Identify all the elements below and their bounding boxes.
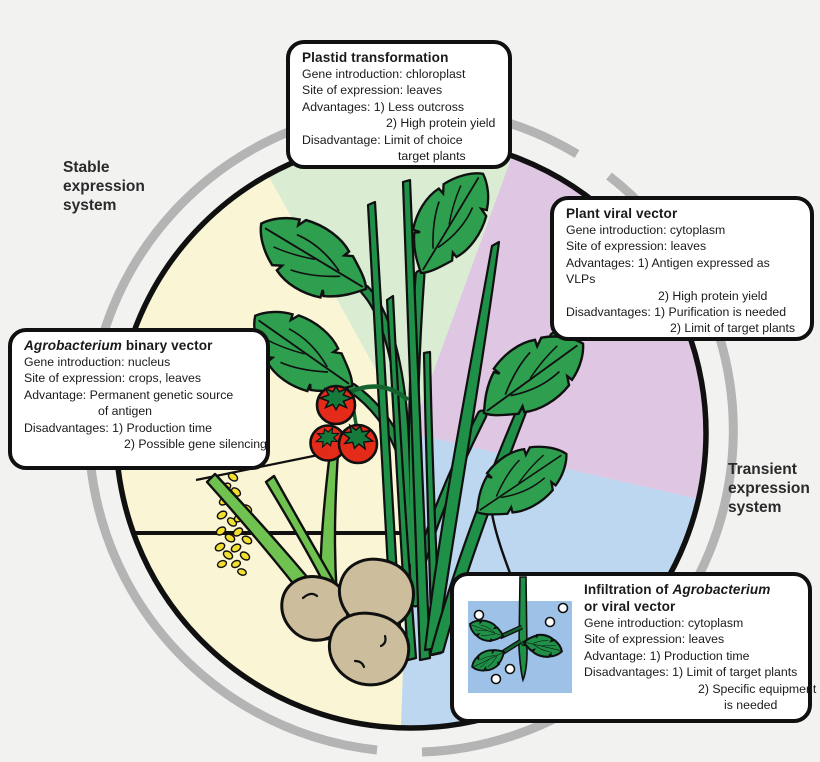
infiltration-illustration (465, 576, 576, 714)
box-line: 2) High protein yield (658, 288, 768, 303)
box-line: Disadvantage: Limit of choice (302, 132, 463, 147)
box-line: Site of expression: leaves (302, 83, 443, 98)
box-title: Infiltration of Agrobacterium (584, 582, 771, 597)
box-title: Plastid transformation (302, 50, 449, 65)
box-line: 2) Specific equipment (698, 681, 817, 696)
box-line: Advantages: 1) Antigen expressed as (566, 255, 770, 270)
plastid-transformation-box: Plastid transformation Gene introduction… (286, 40, 512, 169)
box-line: VLPs (566, 272, 596, 287)
box-line: is needed (724, 698, 778, 713)
transient-system-label: Transient expression system (728, 461, 810, 516)
plant-viral-vector-box: Plant viral vector Gene introduction: cy… (550, 196, 814, 341)
box-line: of antigen (98, 404, 153, 419)
box-line: Advantage: Permanent genetic source (24, 387, 234, 402)
box-line: Disadvantages: 1) Production time (24, 420, 212, 435)
stable-system-label: Stable expression system (63, 159, 145, 214)
box-line: Site of expression: leaves (566, 239, 707, 254)
box-line: Disadvantages: 1) Purification is needed (566, 305, 787, 320)
box-line: Gene introduction: cytoplasm (584, 616, 744, 630)
tomatoes (309, 384, 410, 465)
infiltration-box: Infiltration of Agrobacterium or viral v… (450, 572, 816, 723)
box-line: target plants (398, 149, 466, 164)
box-title: Agrobacterium binary vector (24, 338, 213, 353)
submerged-plant (465, 576, 566, 683)
box-line: Gene introduction: chloroplast (302, 67, 466, 81)
agrobacterium-binary-vector-box: Agrobacterium binary vector Gene introdu… (8, 328, 270, 470)
box-line: Disadvantages: 1) Limit of target plants (584, 665, 798, 680)
box-title: Plant viral vector (566, 206, 678, 221)
bubbles (473, 602, 569, 685)
box-line: 2) Possible gene silencing (124, 437, 267, 452)
box-line: Gene introduction: cytoplasm (566, 223, 726, 237)
box-line: 2) Limit of target plants (670, 321, 796, 336)
box-line: Advantages: 1) Less outcross (302, 99, 464, 114)
box-line: Site of expression: leaves (584, 632, 725, 647)
box-line: 2) High protein yield (386, 116, 496, 131)
box-line: Advantage: 1) Production time (584, 648, 750, 663)
potatoes (280, 557, 415, 687)
box-title-line2: or viral vector (584, 599, 676, 614)
box-line: Site of expression: crops, leaves (24, 371, 202, 386)
box-line: Gene introduction: nucleus (24, 355, 171, 369)
